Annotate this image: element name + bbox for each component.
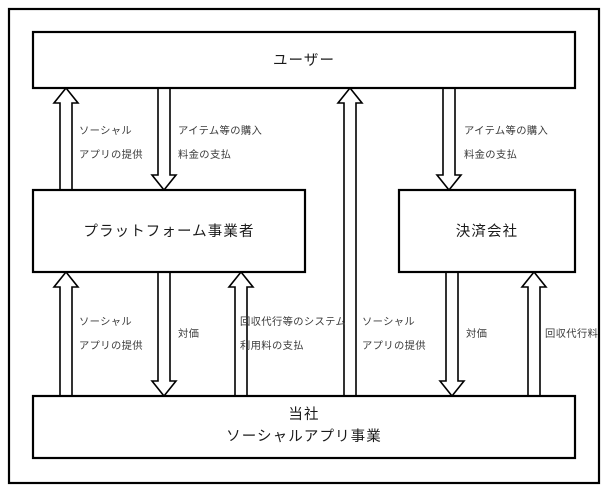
arrow-company-to-user — [336, 86, 364, 397]
box-user-label: ユーザー — [273, 52, 335, 69]
arrow-company-to-platform-fee — [227, 270, 255, 397]
edge-label-item-purchase-payment-line1: アイテム等の購入 — [464, 124, 548, 137]
edge-label-item-purchase-platform-line2: 料金の支払 — [178, 148, 231, 161]
box-user[interactable] — [31, 30, 577, 90]
edge-label-social-app-provision-long-line1: ソーシャル — [362, 317, 415, 328]
edge-label-social-app-provision-platform-line2: アプリの提供 — [79, 339, 143, 352]
edge-label-social-app-provision-user-line2: アプリの提供 — [79, 148, 143, 161]
box-platform[interactable] — [31, 188, 307, 274]
box-payment-label: 決済会社 — [456, 223, 518, 240]
box-company[interactable] — [31, 394, 577, 460]
box-company-label-line1: 当社 — [288, 406, 319, 423]
edge-label-consideration-payment: 対価 — [466, 327, 487, 340]
arrow-payment-to-company — [438, 271, 466, 398]
edge-label-collection-agency-fee: 回収代行料 — [545, 327, 598, 340]
box-payment[interactable] — [397, 188, 577, 274]
arrow-platform-to-user — [52, 86, 80, 191]
edge-label-item-purchase-payment-line2: 料金の支払 — [464, 148, 517, 161]
edge-label-social-app-provision-user-line1: ソーシャル — [79, 126, 132, 137]
diagram-frame — [7, 7, 601, 485]
box-platform-label: プラットフォーム事業者 — [83, 223, 254, 240]
edge-label-consideration-platform: 対価 — [178, 327, 199, 340]
edge-label-social-app-provision-long-line2: アプリの提供 — [362, 339, 426, 352]
edge-label-system-usage-fee-line1: 回収代行等のシステム — [240, 315, 346, 328]
arrow-company-to-payment — [520, 270, 548, 397]
arrow-platform-to-company — [150, 271, 178, 398]
arrow-user-to-payment — [435, 87, 463, 192]
arrow-company-to-platform — [52, 270, 80, 397]
edge-label-system-usage-fee-line2: 利用料の支払 — [240, 339, 304, 352]
box-company-label-line2: ソーシャルアプリ事業 — [226, 428, 382, 445]
edge-label-item-purchase-platform-line1: アイテム等の購入 — [178, 124, 262, 137]
arrow-user-to-platform — [150, 87, 178, 192]
edge-label-social-app-provision-platform-line1: ソーシャル — [79, 317, 132, 328]
